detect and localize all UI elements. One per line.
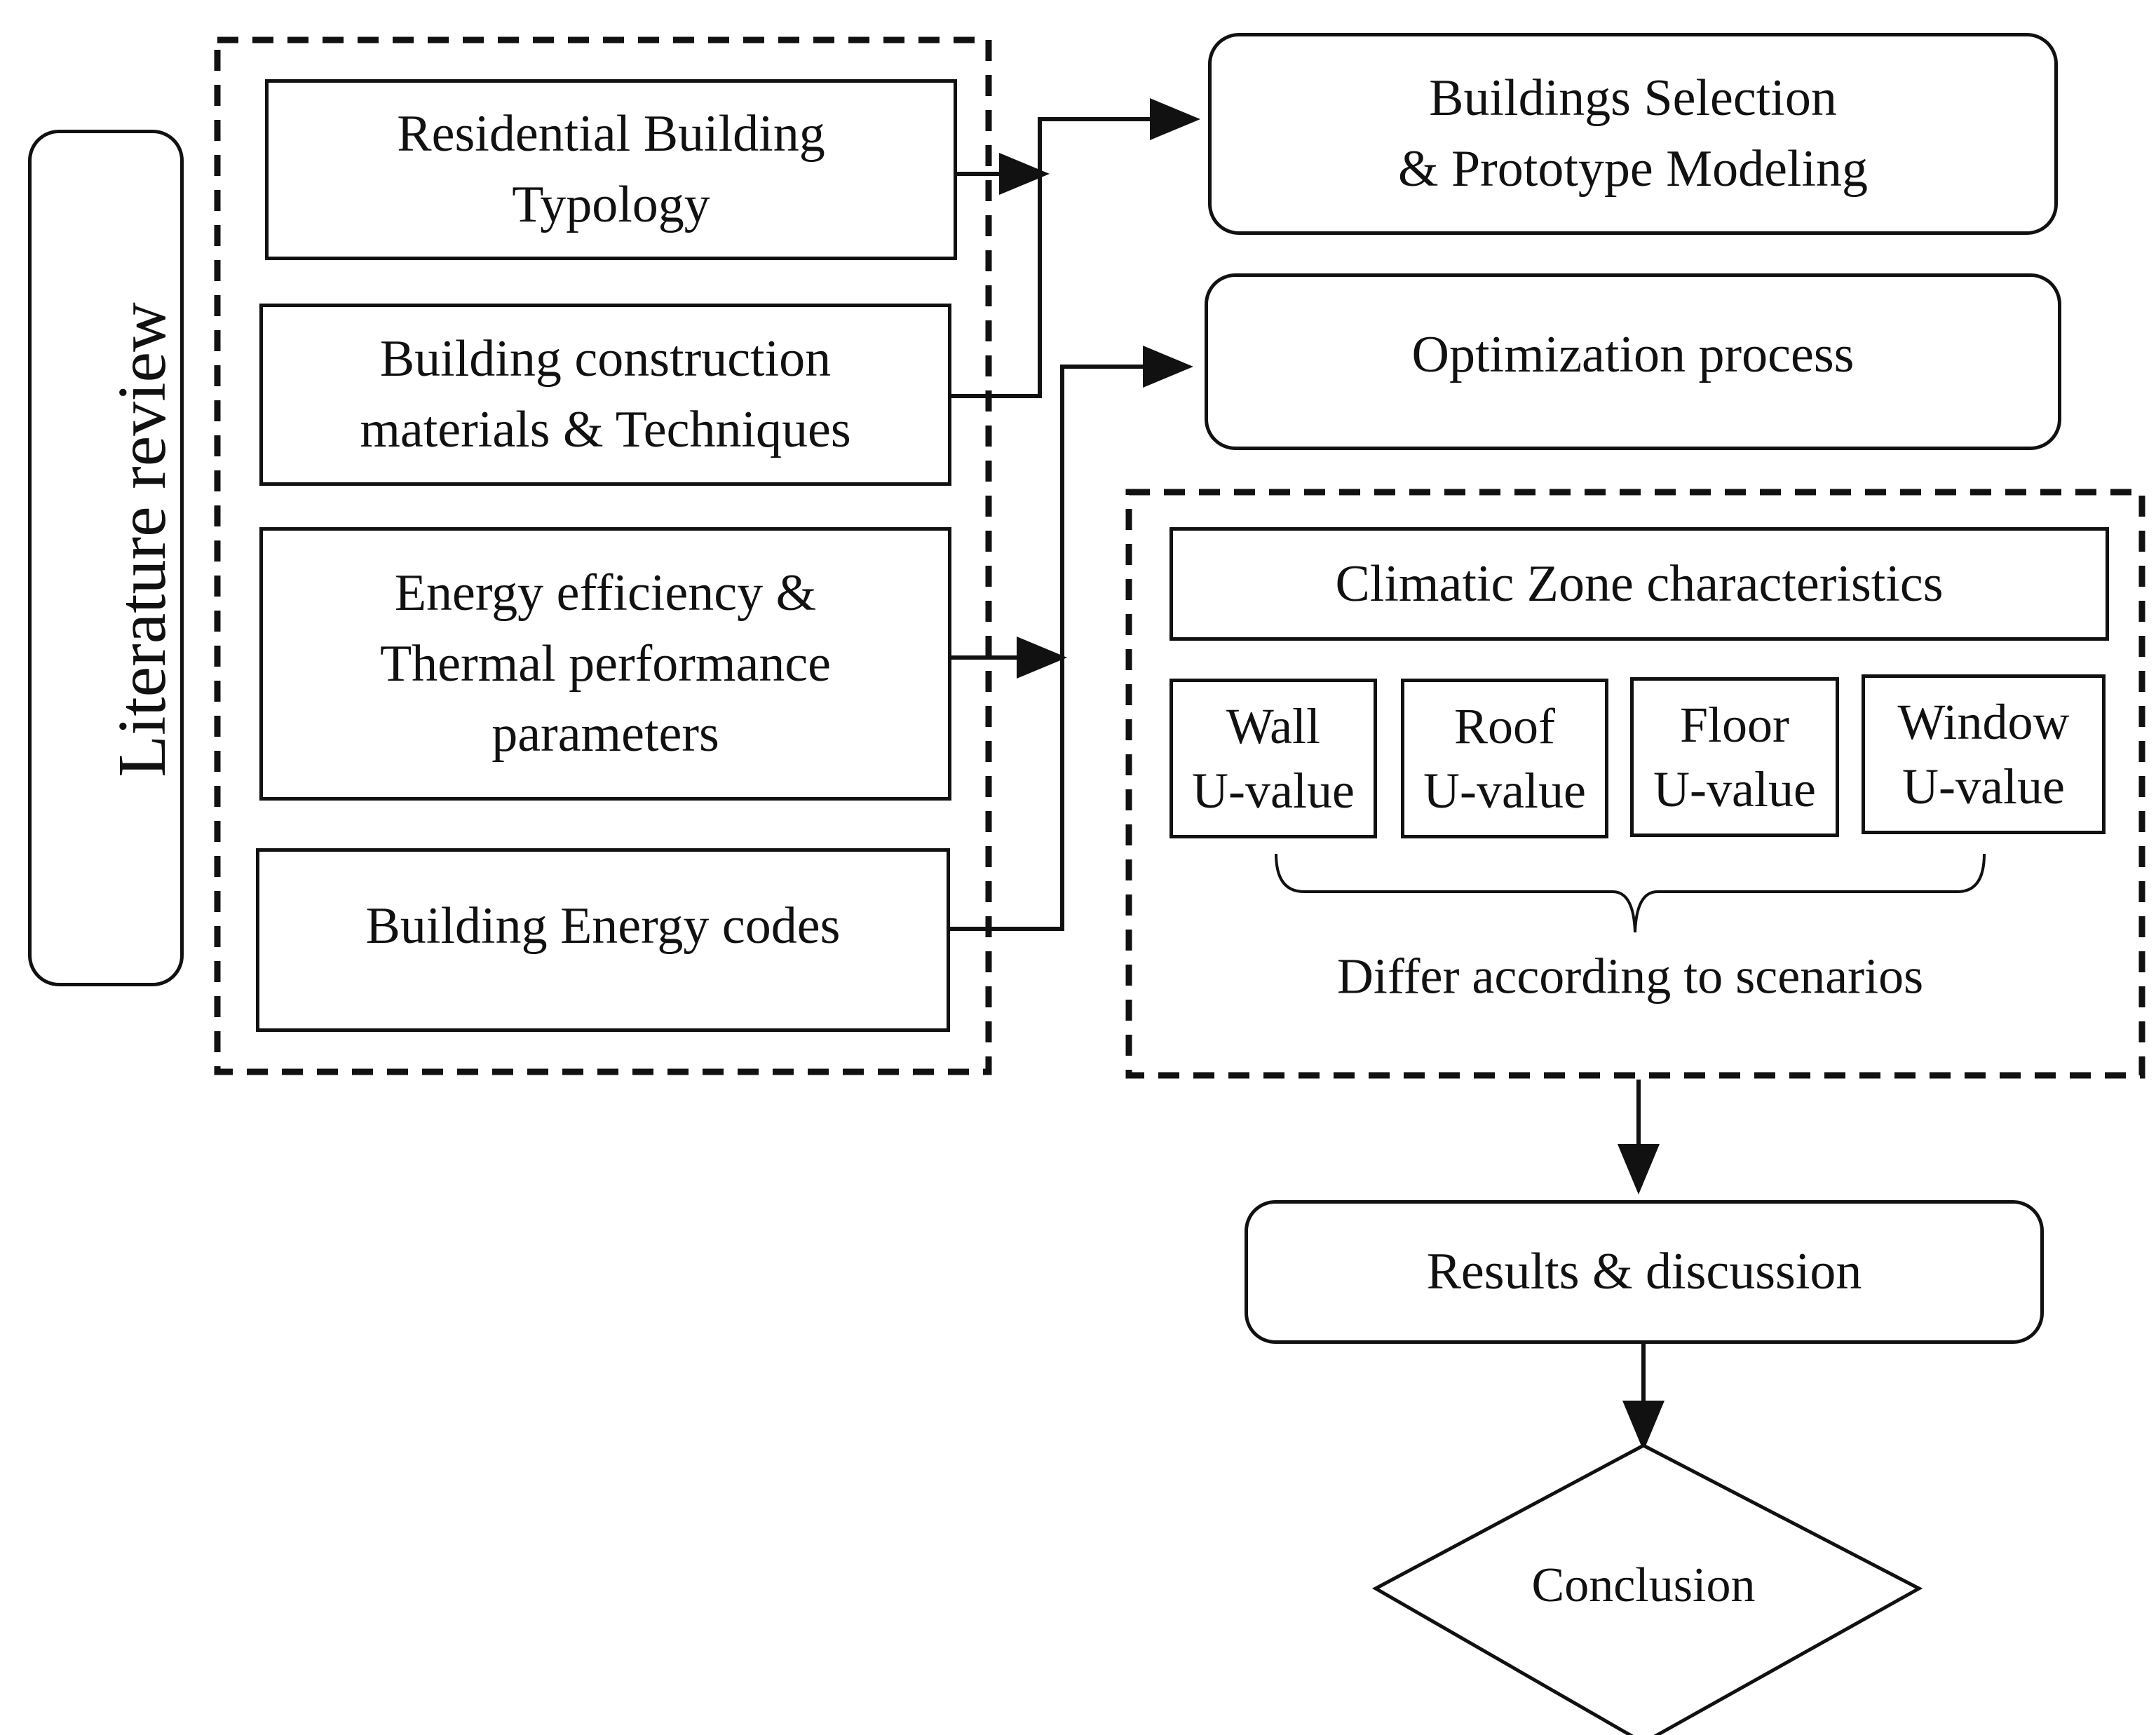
selection-box: Buildings Selection & Prototype Modeling [1208, 33, 2058, 235]
wall-uvalue-box: Wall U-value [1169, 679, 1377, 838]
window-uvalue-box: Window U-value [1862, 674, 2106, 834]
results-text: Results & discussion [1426, 1243, 1862, 1301]
window-uvalue-text: Window U-value [1897, 693, 2070, 815]
efficiency-text: Energy efficiency & Thermal performance … [379, 564, 832, 763]
literature-group-frame [214, 36, 992, 1075]
codes-text: Building Energy codes [365, 897, 841, 955]
brace-label: Differ according to scenarios [1336, 948, 1924, 1005]
literature-review-label-box [28, 130, 184, 986]
wall-uvalue-text: Wall U-value [1192, 698, 1355, 819]
connector-materials-to-selection [948, 98, 1200, 398]
materials-box: Building construction materials & Techni… [259, 304, 951, 486]
connector-codes-to-optimization [948, 346, 1193, 931]
typology-box: Residential Building Typology [265, 79, 957, 260]
scenario-brace [1275, 853, 1986, 933]
climate-text: Climatic Zone characteristics [1335, 554, 1944, 613]
literature-review-label: Literature review [104, 302, 180, 777]
floor-uvalue-box: Floor U-value [1630, 677, 1839, 837]
efficiency-box: Energy efficiency & Thermal performance … [259, 527, 951, 801]
conclusion-text: Conclusion [1531, 1558, 1756, 1612]
conclusion-diamond [1371, 1443, 1923, 1735]
optimization-text: Optimization process [1411, 325, 1855, 383]
floor-uvalue-text: Floor U-value [1653, 696, 1816, 817]
typology-text: Residential Building Typology [397, 105, 825, 233]
roof-uvalue-text: Roof U-value [1423, 698, 1586, 819]
selection-text: Buildings Selection & Prototype Modeling [1397, 69, 1869, 198]
materials-text: Building construction materials & Techni… [360, 330, 851, 458]
climate-box: Climatic Zone characteristics [1169, 527, 2109, 641]
results-box: Results & discussion [1245, 1200, 2044, 1344]
roof-uvalue-box: Roof U-value [1401, 679, 1608, 838]
scenario-group-frame [1125, 489, 2145, 1079]
optimization-box: Optimization process [1205, 273, 2061, 450]
codes-box: Building Energy codes [256, 848, 950, 1032]
